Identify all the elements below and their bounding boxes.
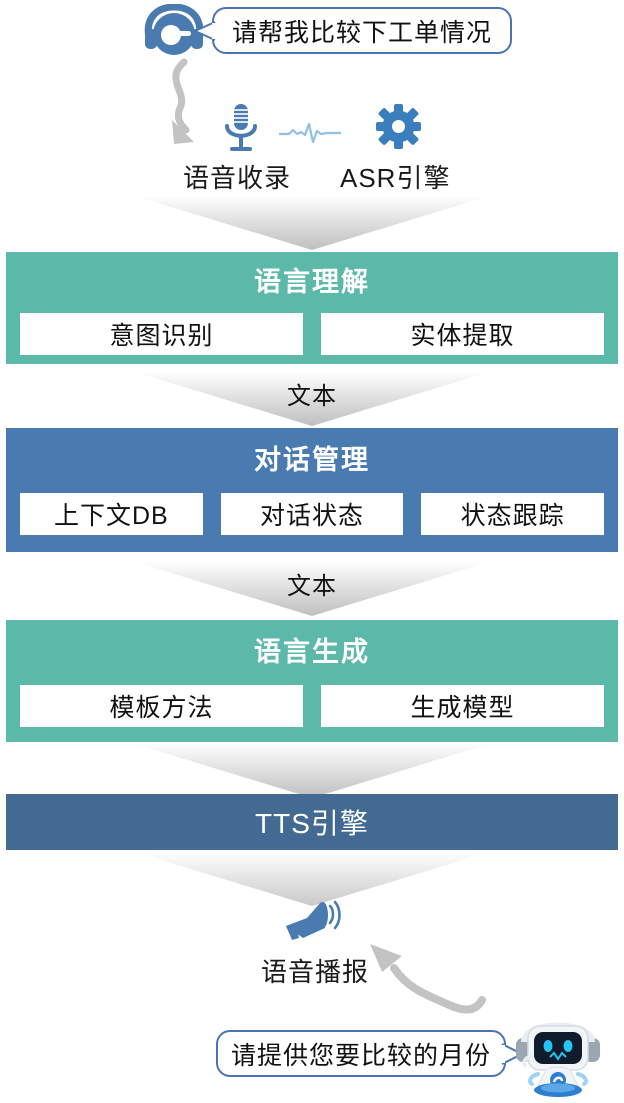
output-stage-label: 语音播报	[260, 957, 369, 987]
curved-arrow-up-left-icon	[364, 942, 489, 1020]
user-utterance-bubble: 请帮我比较下工单情况	[212, 7, 512, 54]
stage-nlg: 语言生成 模板方法 生成模型	[6, 620, 618, 742]
connector-label-2: 文本	[287, 383, 337, 410]
user-utterance-text: 请帮我比较下工单情况	[231, 18, 492, 47]
headset-avatar-icon	[143, 3, 205, 60]
connector-arrow-4	[135, 744, 489, 798]
bubble-tail-left-icon	[193, 20, 217, 42]
connector-arrow-1	[135, 196, 489, 250]
stage-nlg-cell-template[interactable]: 模板方法	[20, 685, 303, 727]
robot-assistant-icon	[508, 1016, 608, 1098]
stage-tts-title: TTS引擎	[255, 808, 369, 839]
connector-label-3: 文本	[287, 573, 337, 600]
connector-arrow-2: 文本	[135, 372, 489, 426]
assistant-reply-text: 请提供您要比较的月份	[230, 1041, 491, 1070]
audio-waveform-icon	[279, 122, 341, 144]
stage-dm-cell-dialog-state[interactable]: 对话状态	[220, 493, 404, 535]
stage-tts: TTS引擎	[6, 794, 618, 850]
stage-dialog-management: 对话管理 上下文DB 对话状态 状态跟踪	[6, 428, 618, 552]
stage-nlu-cell-entity[interactable]: 实体提取	[321, 313, 604, 355]
input-stage-label-asr-engine: ASR引擎	[340, 163, 451, 193]
stage-nlu: 语言理解 意图识别 实体提取	[6, 252, 618, 364]
stage-dm-cell-context-db[interactable]: 上下文DB	[20, 493, 203, 535]
stage-nlu-title: 语言理解	[254, 267, 370, 297]
stage-nlu-cell-intent[interactable]: 意图识别	[20, 313, 303, 355]
stage-dialog-management-title: 对话管理	[254, 445, 370, 475]
stage-nlg-cell-generative-model[interactable]: 生成模型	[321, 685, 604, 727]
gear-icon	[376, 104, 421, 149]
connector-arrow-3: 文本	[135, 562, 489, 616]
assistant-reply-bubble: 请提供您要比较的月份	[216, 1030, 506, 1077]
connector-arrow-5	[135, 852, 489, 906]
input-stage-label-speech-capture: 语音收录	[183, 163, 292, 193]
megaphone-icon	[283, 898, 343, 944]
microphone-icon	[222, 103, 260, 153]
curved-arrow-down-icon	[152, 58, 240, 154]
stage-dm-cell-state-tracking[interactable]: 状态跟踪	[421, 493, 605, 535]
stage-nlg-title: 语言生成	[254, 637, 370, 667]
